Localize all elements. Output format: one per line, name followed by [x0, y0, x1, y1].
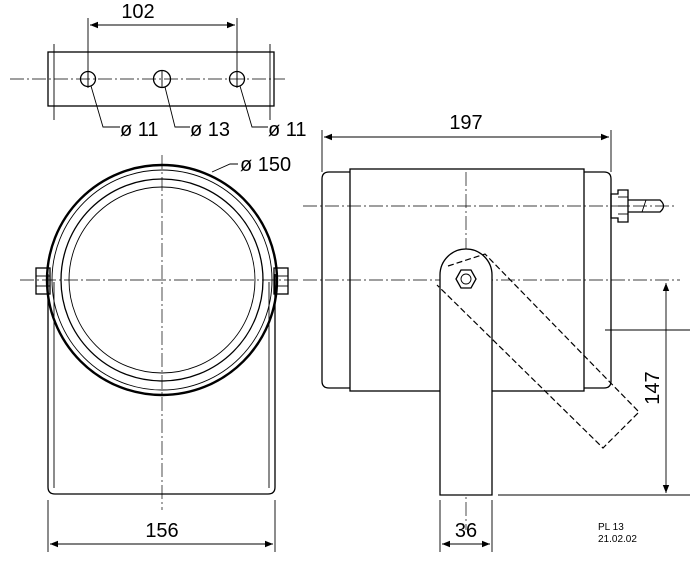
cable: [628, 199, 665, 213]
pivot-bolt-right: [273, 267, 289, 295]
hex-bolt-head: [455, 269, 477, 289]
dim-hole-spacing: 102: [121, 1, 154, 23]
bracket-arm: [439, 248, 493, 496]
dim-hole-center: ø 13: [190, 119, 230, 141]
dim-diameter: ø 150: [240, 154, 291, 176]
dim-body-length: 197: [449, 112, 482, 134]
side-view: 147 197 36: [303, 112, 690, 552]
bracket-front: [47, 274, 276, 495]
leader-hole-right: [239, 85, 268, 128]
front-view: ø 150 156: [20, 154, 300, 552]
dim-hole-left: ø 11: [120, 119, 159, 141]
cable-gland: [610, 189, 629, 223]
dim-bracket-thickness: 36: [455, 520, 477, 542]
leader-diameter: [211, 163, 238, 173]
stamp-date: 21.02.02: [598, 534, 637, 545]
hex-bolt-center: [460, 273, 472, 285]
leader-hole-left: [90, 85, 120, 128]
dim-hole-right: ø 11: [268, 119, 307, 141]
bracket-tilt-position: [436, 253, 640, 449]
leader-hole-center: [164, 86, 190, 128]
cable-break-mark: [641, 199, 647, 213]
mounting-plate-view: 102 ø 11 ø 13 ø 11: [10, 1, 307, 141]
title-stamp: PL 13 21.02.02: [598, 522, 637, 545]
stamp-model: PL 13: [598, 522, 624, 533]
dim-height: 147: [642, 371, 664, 404]
dim-bracket-width: 156: [145, 520, 178, 542]
pivot-bolt-left: [35, 267, 51, 295]
